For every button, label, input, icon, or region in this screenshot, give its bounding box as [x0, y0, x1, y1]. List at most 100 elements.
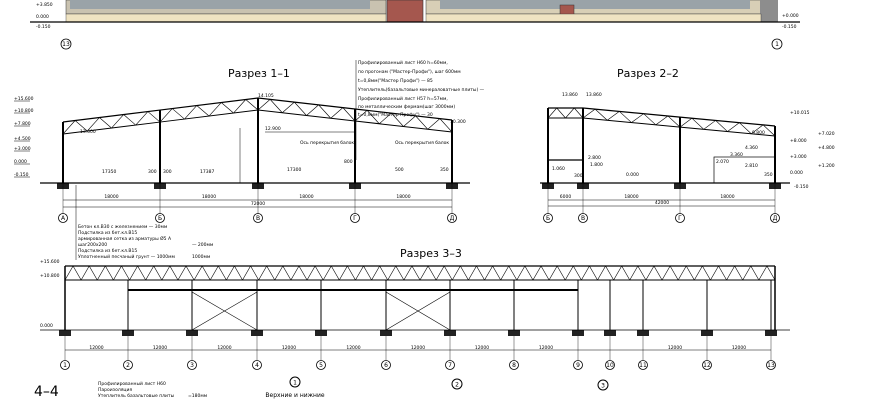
truss-web — [758, 265, 768, 281]
truss-web — [111, 114, 124, 129]
level-mark: 3.360 — [730, 152, 743, 158]
level-mark: 0.000 — [790, 170, 803, 176]
floor-note: Подстилка из бет.кл.В15 — [78, 248, 137, 254]
truss-web — [387, 265, 397, 281]
truss-web — [177, 265, 187, 281]
level-mark: 13.860 — [562, 92, 578, 98]
level-mark: 2.070 — [716, 159, 729, 165]
elevation-axis-left: 13 — [62, 41, 70, 48]
truss-web — [145, 265, 155, 281]
truss-web — [366, 110, 380, 124]
dimension: 300 — [148, 169, 157, 175]
level-mark: 10.300 — [450, 119, 466, 125]
axis-label: 1 — [63, 362, 67, 369]
dimension: 300 — [574, 173, 583, 179]
floor-note: армированная сетка из арматуры Ø5 А — [78, 235, 172, 242]
mezzanine — [713, 156, 776, 184]
truss-web — [621, 265, 631, 281]
dimension: 12000 — [346, 345, 360, 351]
axis-label: 10 — [606, 362, 614, 369]
truss-web — [443, 265, 453, 281]
dimension: 17350 — [102, 169, 116, 175]
truss-web — [574, 107, 584, 119]
detail-number: 3 — [601, 383, 605, 390]
truss-web — [266, 265, 276, 281]
dimension: 12000 — [475, 345, 489, 351]
note-line: Утеплитель базальтовые плиты — [98, 393, 175, 399]
truss-web — [234, 265, 243, 281]
truss-web — [427, 118, 441, 130]
level-mark: +4.500 — [14, 136, 31, 142]
truss-web — [209, 265, 219, 281]
axis-label: 6 — [384, 362, 388, 369]
axis-label: В — [581, 215, 585, 222]
truss-web — [123, 114, 136, 126]
truss-web — [524, 265, 534, 281]
truss-web — [547, 107, 557, 119]
truss-web — [339, 265, 348, 281]
axis-bubble — [509, 360, 519, 370]
truss-web — [411, 265, 421, 281]
section-1-title: Разрез 1–1 — [228, 67, 290, 80]
truss-web — [363, 265, 372, 281]
truss-web — [750, 265, 760, 281]
dimension: 800 — [344, 159, 353, 165]
dimension: 18000 — [396, 194, 410, 200]
truss-web — [439, 118, 453, 133]
truss-web — [492, 265, 501, 281]
dimension: 12000 — [732, 345, 746, 351]
dimension: 12000 — [668, 345, 682, 351]
floor-size: — 200мм — [192, 242, 213, 248]
section-3-title: Разрез 3–3 — [400, 247, 462, 260]
dimension: 18000 — [624, 194, 638, 200]
beam-axis-label: Ось перекрытия балок — [395, 140, 449, 146]
dimension: 18000 — [104, 194, 118, 200]
truss-web — [274, 265, 284, 281]
dimension: 72000 — [251, 201, 265, 207]
axis-label: 5 — [319, 362, 323, 369]
axis-label: 9 — [576, 362, 580, 369]
level-mark: 0.000 — [36, 14, 49, 20]
level-mark: -0.150 — [14, 172, 29, 178]
truss-web — [762, 124, 776, 137]
section-2-title: Разрез 2–2 — [617, 67, 679, 80]
level-mark: +7.020 — [818, 131, 835, 137]
truss-web — [677, 265, 687, 281]
axis-label: Б — [546, 215, 550, 222]
level-mark: +10.800 — [14, 108, 34, 114]
level-mark: 9.800 — [752, 130, 765, 136]
level-mark: +1.200 — [818, 163, 835, 169]
dimension: 350 — [764, 172, 773, 178]
level-mark: 12.900 — [265, 126, 281, 132]
truss-web — [629, 265, 639, 281]
truss-web — [196, 105, 210, 117]
truss-web — [221, 102, 234, 114]
axis-bubble — [316, 360, 326, 370]
truss-web — [391, 112, 404, 127]
section-1-1: Разрез 1–1 Профилированный лист Н60 h=60… — [14, 59, 485, 260]
truss-web — [556, 107, 566, 119]
detail-1: 1 Верхние и нижние — [265, 376, 325, 399]
truss-web — [257, 99, 271, 111]
truss-web — [201, 265, 211, 281]
note-line: Профилированный лист Н57 h=57мм, — [358, 95, 448, 102]
truss-web — [172, 108, 185, 120]
truss-web — [573, 265, 582, 281]
truss-web — [766, 265, 776, 281]
axis-label: Д — [450, 215, 455, 222]
truss-web — [435, 265, 445, 281]
truss-web — [250, 265, 259, 281]
axis-bubble — [638, 360, 648, 370]
truss-web — [97, 265, 106, 281]
axis-label: 2 — [126, 362, 130, 369]
section-2-2: Разрез 2–2 13.860 13.860 +10.015 9.800 +… — [540, 67, 835, 223]
truss-web — [661, 265, 671, 281]
top-chord — [679, 116, 776, 127]
truss-web — [226, 265, 235, 281]
axis-label: Г — [678, 215, 682, 222]
truss-web — [88, 265, 98, 281]
truss-web — [508, 265, 518, 281]
truss-web — [710, 265, 719, 281]
